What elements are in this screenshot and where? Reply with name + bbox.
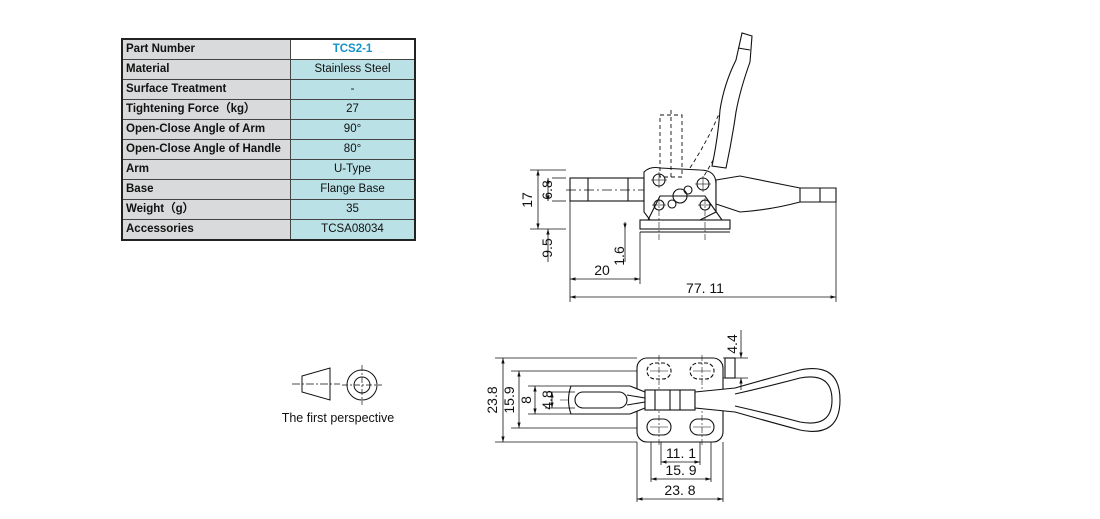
spec-row-accessories: Accessories TCSA08034 [121,219,416,241]
dim-arm-width: 8 [518,396,534,404]
clamp-handle-upright [711,32,753,169]
spec-label: Arm [121,159,291,180]
clamp-handle [715,175,837,213]
truncated-cone-icon [292,367,340,401]
dim-overall-height: 17 [519,192,535,208]
concentric-circles-icon [342,365,382,405]
dim-base-thickness: 1.6 [611,246,627,266]
dim-slot-width: 4.8 [539,390,555,410]
spec-table-body: Part Number TCS2-1 Material Stainless St… [121,38,416,241]
spec-label: Tightening Force（kg） [121,99,291,120]
dim-arm-height: 6.8 [539,180,555,200]
spec-row-weight: Weight（g） 35 [121,199,416,220]
spec-label: Weight（g） [121,199,291,220]
dim-hole-spacing: 15. 9 [665,462,696,478]
spec-label: Open-Close Angle of Handle [121,139,291,160]
clamp-arm [569,177,645,202]
spec-value: U-Type [290,159,416,180]
top-view-dimensions [495,330,748,502]
spec-label: Open-Close Angle of Arm [121,119,291,140]
dim-base-height: 9.5 [539,238,555,258]
spec-value: TCSA08034 [290,219,416,241]
side-view-dimensions [530,169,837,302]
spec-row-base: Base Flange Base [121,179,416,200]
dim-overall-width: 23.8 [484,386,500,413]
dim-arm-length: 20 [594,262,610,278]
projection-caption: The first perspective [282,411,395,425]
top-clamp-arm [567,385,646,415]
spec-label: Surface Treatment [121,79,291,100]
spec-value: - [290,79,416,100]
flange-base [639,219,731,230]
spec-label: Base [121,179,291,200]
spec-label: Part Number [121,38,291,60]
first-angle-projection-symbol [292,365,382,405]
side-view [566,32,837,240]
dim-base-length: 23. 8 [664,482,695,498]
spec-row-arm: Arm U-Type [121,159,416,180]
dim-hole-spacing-inner: 11. 1 [666,445,696,461]
spec-row-arm-angle: Open-Close Angle of Arm 90° [121,119,416,140]
dim-overall-length: 77. 11 [686,280,724,296]
dim-slot-offset: 4.4 [724,334,740,354]
spec-label: Accessories [121,219,291,241]
spec-row-handle-angle: Open-Close Angle of Handle 80° [121,139,416,160]
link-pin [672,188,688,204]
spec-table: Part Number TCS2-1 Material Stainless St… [121,38,416,241]
top-loop-handle [694,368,841,432]
spec-value: 35 [290,199,416,220]
top-view [560,355,841,445]
spec-value: Flange Base [290,179,416,200]
spec-row-surface-treatment: Surface Treatment - [121,79,416,100]
dim-hole-width: 15.9 [501,386,517,413]
arm-slot [574,391,628,409]
